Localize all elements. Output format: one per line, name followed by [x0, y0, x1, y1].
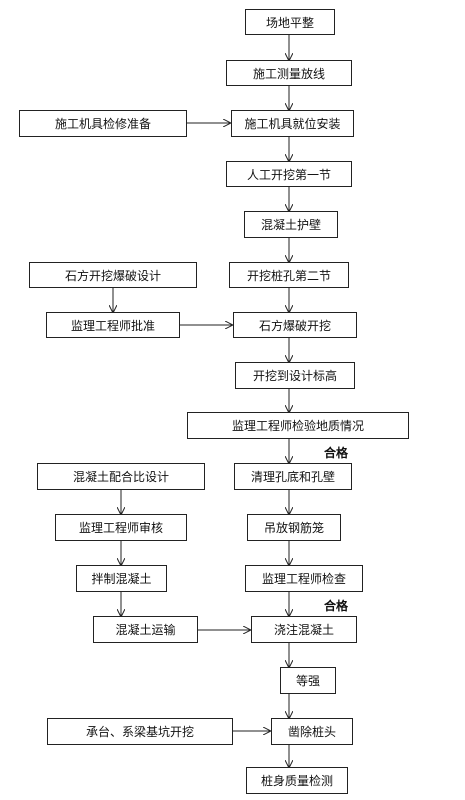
step-curing: 等强 [280, 667, 336, 694]
step-rock-blasting: 石方爆破开挖 [233, 312, 357, 338]
left-engineer-review: 监理工程师审核 [55, 514, 187, 541]
pass-label-1: 合格 [324, 446, 349, 460]
step-design-elevation: 开挖到设计标高 [235, 362, 355, 389]
step-engineer-check: 监理工程师检查 [245, 565, 363, 592]
left-blasting-design: 石方开挖爆破设计 [29, 262, 197, 288]
step-pour-concrete: 浇注混凝土 [251, 616, 357, 643]
left-equipment-prep: 施工机具检修准备 [19, 110, 187, 137]
step-survey-layout: 施工测量放线 [226, 60, 352, 86]
step-clean-hole: 清理孔底和孔壁 [234, 463, 352, 490]
left-mix-design: 混凝土配合比设计 [37, 463, 205, 490]
step-excavate-first: 人工开挖第一节 [226, 161, 352, 187]
step-chisel-pile-head: 凿除桩头 [271, 718, 353, 745]
left-mix-concrete: 拌制混凝土 [76, 565, 167, 592]
step-geology-inspection: 监理工程师检验地质情况 [187, 412, 409, 439]
step-rebar-cage: 吊放钢筋笼 [247, 514, 341, 541]
step-site-leveling: 场地平整 [245, 9, 335, 35]
step-concrete-wall: 混凝土护壁 [244, 211, 338, 238]
step-equipment-install: 施工机具就位安装 [231, 110, 354, 137]
left-engineer-approval: 监理工程师批准 [46, 312, 180, 338]
left-base-pit-excavation: 承台、系梁基坑开挖 [47, 718, 233, 745]
step-pile-inspection: 桩身质量检测 [246, 767, 348, 794]
pass-label-2: 合格 [324, 599, 349, 613]
left-concrete-transport: 混凝土运输 [93, 616, 198, 643]
step-excavate-second: 开挖桩孔第二节 [229, 262, 349, 288]
